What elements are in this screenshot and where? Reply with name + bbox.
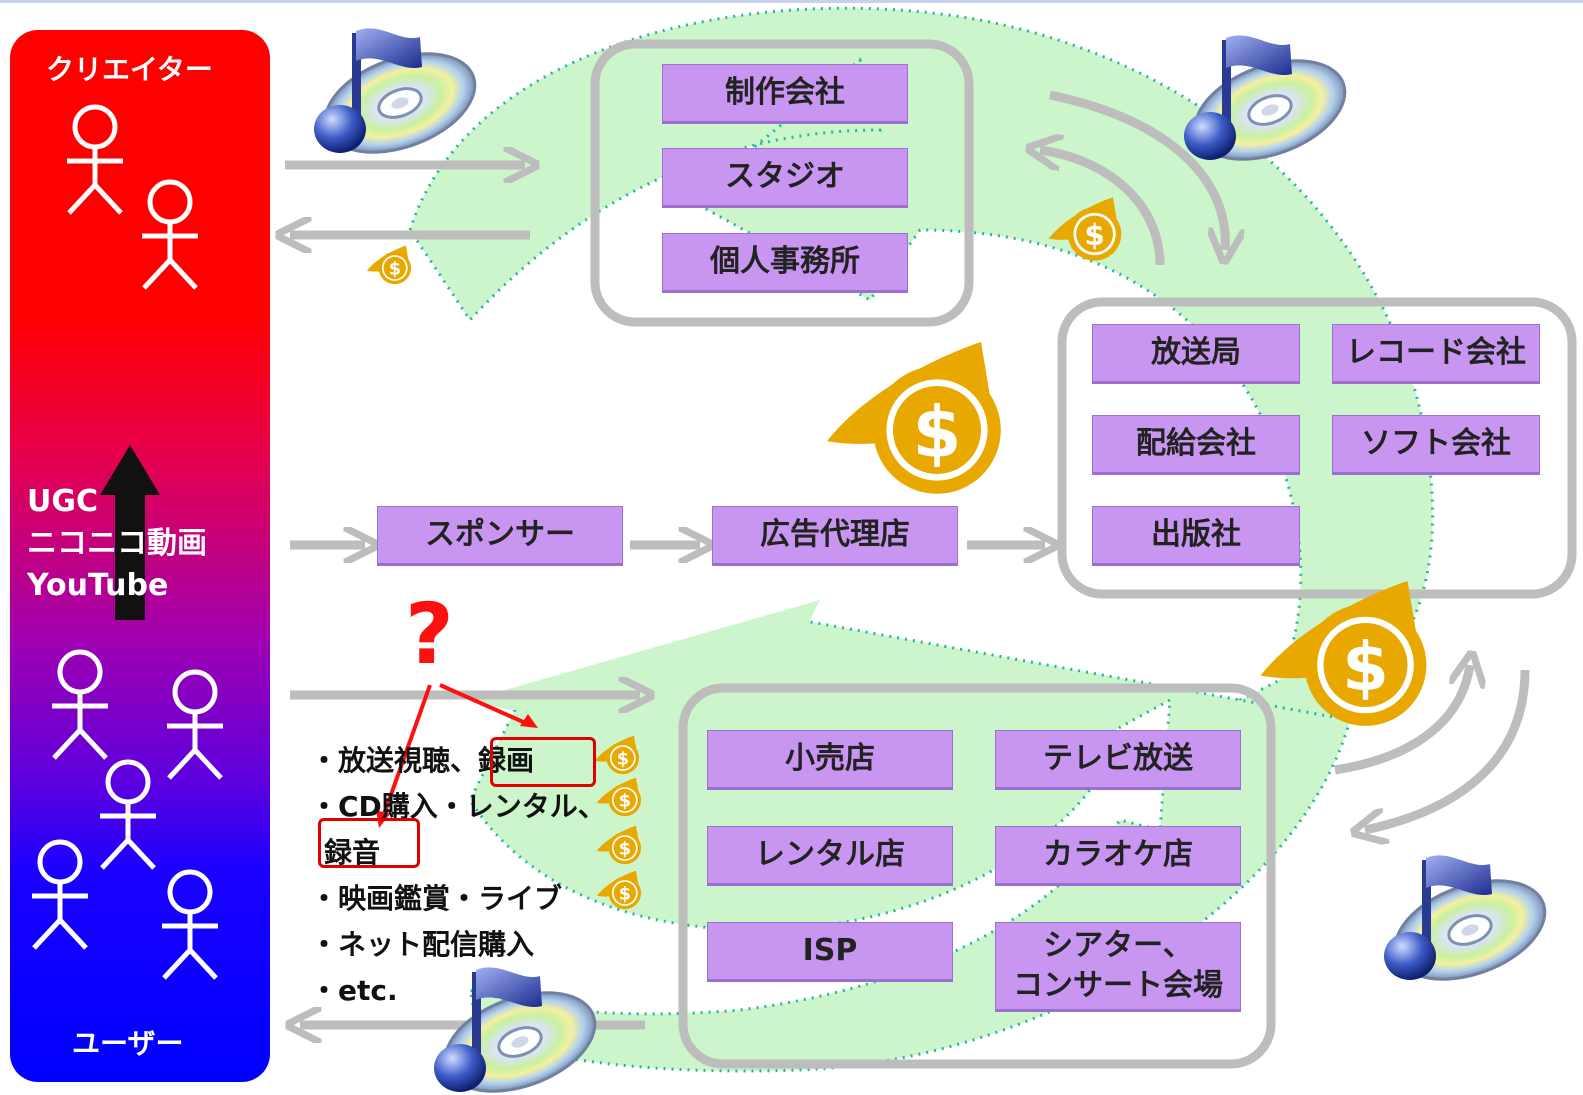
retail-box-theater: シアター、 コンサート会場 bbox=[995, 922, 1241, 1012]
production-box: 個人事務所 bbox=[662, 233, 908, 293]
audio-recording-highlight bbox=[318, 818, 420, 868]
production-box: スタジオ bbox=[662, 148, 908, 208]
ugc-platforms: UGC ニコニコ動画 YouTube bbox=[27, 481, 207, 607]
industry-box: 放送局 bbox=[1092, 324, 1300, 384]
activity-item: ・映画鑑賞・ライブ bbox=[310, 882, 563, 915]
industry-box: ソフト会社 bbox=[1332, 415, 1540, 475]
recording-highlight bbox=[490, 737, 596, 787]
ugc-line: UGC bbox=[27, 484, 99, 519]
retail-line: シアター、 bbox=[1043, 928, 1193, 963]
retail-box: 小売店 bbox=[707, 730, 953, 790]
production-box: 制作会社 bbox=[662, 64, 908, 124]
retail-box: レンタル店 bbox=[707, 826, 953, 886]
question-mark: ? bbox=[405, 585, 454, 683]
activity-item: ・etc. bbox=[310, 974, 398, 1007]
activity-item: ・放送視聴、録画 bbox=[310, 744, 535, 777]
creator-label: クリエイター bbox=[46, 53, 213, 86]
retail-line: コンサート会場 bbox=[1013, 968, 1223, 1003]
ugc-line: ニコニコ動画 bbox=[27, 526, 207, 561]
user-activity-list: ・放送視聴、録画 ・CD購入・レンタル、 録音 ・映画鑑賞・ライブ ・ネット配信… bbox=[310, 738, 606, 1014]
industry-box: 配給会社 bbox=[1092, 415, 1300, 475]
industry-box: レコード会社 bbox=[1332, 324, 1540, 384]
ugc-line: YouTube bbox=[27, 568, 169, 603]
sponsor-box: スポンサー bbox=[377, 506, 623, 566]
user-label: ユーザー bbox=[72, 1027, 184, 1060]
ad-agency-box: 広告代理店 bbox=[712, 506, 958, 566]
retail-box: カラオケ店 bbox=[995, 826, 1241, 886]
stick-figure-icon bbox=[0, 0, 300, 1095]
activity-item: 録音 bbox=[324, 836, 381, 869]
retail-box: テレビ放送 bbox=[995, 730, 1241, 790]
industry-box: 出版社 bbox=[1092, 506, 1300, 566]
retail-box: ISP bbox=[707, 922, 953, 982]
up-arrow-icon bbox=[100, 445, 160, 620]
activity-item: ・ネット配信購入 bbox=[310, 928, 535, 961]
activity-item: ・CD購入・レンタル、 bbox=[310, 790, 606, 823]
